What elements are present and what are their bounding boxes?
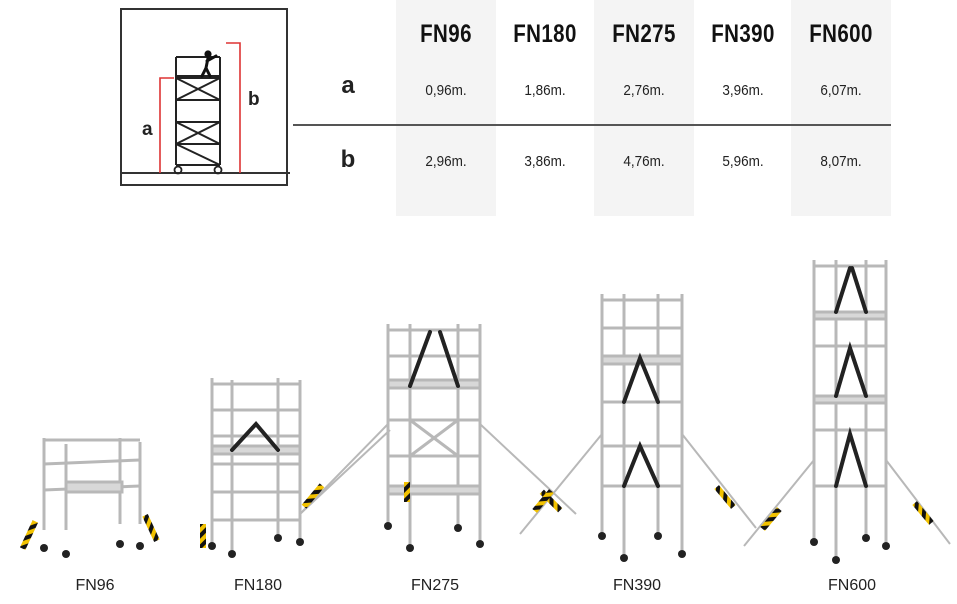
- product-label: FN275: [410, 577, 460, 594]
- table-divider: [293, 124, 891, 126]
- table-cell: 4,76m.: [623, 153, 665, 170]
- row-label-b: b: [340, 146, 356, 173]
- table-cell: 3,96m.: [722, 82, 764, 99]
- column-shade: [396, 0, 496, 216]
- scaffold-fn96-icon: [42, 438, 142, 530]
- height-diagram: a b: [120, 8, 290, 186]
- scaffold-fn180-icon: [210, 378, 391, 550]
- model-header: FN390: [711, 20, 775, 48]
- row-label-a: a: [341, 72, 355, 99]
- table-cell: 1,86m.: [524, 82, 566, 99]
- product-label: FN96: [75, 577, 115, 594]
- scaffold-products-illustration: [19, 260, 951, 564]
- label-a: a: [142, 119, 153, 140]
- table-cell: 2,76m.: [623, 82, 665, 99]
- scaffold-fn275-icon: [299, 324, 577, 544]
- table-cell: 2,96m.: [425, 153, 467, 170]
- scaffold-diagram-icon: [122, 42, 290, 175]
- column-shade: [594, 0, 694, 216]
- table-cell: 6,07m.: [820, 82, 862, 99]
- product-label: FN390: [612, 577, 662, 594]
- model-header: FN600: [809, 20, 873, 48]
- table-cell: 3,86m.: [524, 153, 566, 170]
- model-header: FN275: [612, 20, 676, 48]
- table-cell: 8,07m.: [820, 153, 862, 170]
- column-shade: [791, 0, 891, 216]
- model-header: FN180: [513, 20, 577, 48]
- table-cell: 0,96m.: [425, 82, 467, 99]
- product-label: FN180: [233, 577, 283, 594]
- product-label: FN600: [827, 577, 877, 594]
- scaffold-fn390-icon: [519, 294, 757, 554]
- model-header: FN96: [420, 20, 472, 48]
- label-b: b: [248, 89, 260, 110]
- table-cell: 5,96m.: [722, 153, 764, 170]
